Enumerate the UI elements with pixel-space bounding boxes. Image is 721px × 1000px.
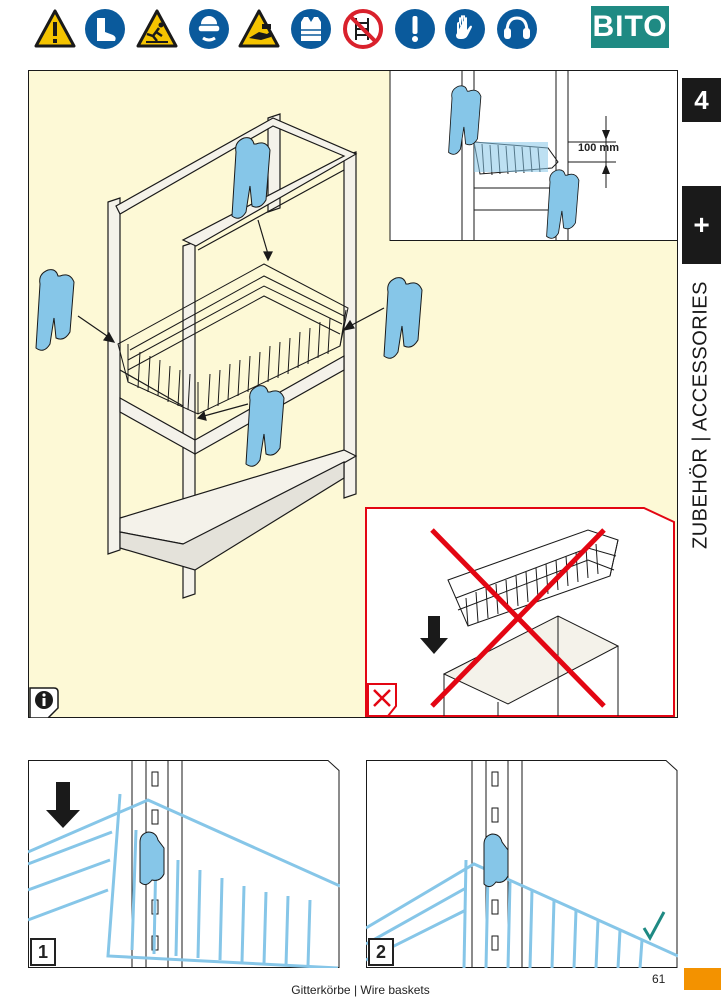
- no-climbing-icon: [343, 9, 383, 49]
- page-number: 61: [652, 972, 666, 986]
- wire-basket-edge: [28, 793, 340, 968]
- warning-slippery-icon: [136, 9, 178, 48]
- chapter-plus: +: [682, 186, 721, 264]
- step-2-figure: [366, 760, 678, 968]
- main-assembly-figure: [28, 70, 678, 718]
- pointer-arrows: [77, 219, 385, 421]
- brand-logo: BITO: [591, 6, 669, 48]
- footer-caption: Gitterkörbe | Wire baskets: [291, 983, 430, 997]
- eye-protection-icon: [189, 9, 229, 49]
- down-arrow-icon: [46, 782, 80, 828]
- warning-general-icon: [34, 9, 76, 48]
- wrong-mounting-inset: [365, 507, 675, 717]
- gloves-icon: [445, 9, 485, 49]
- step-1-figure: [28, 760, 340, 968]
- cross-icon: [367, 683, 397, 717]
- chapter-number: 4: [682, 78, 721, 122]
- safety-boots-icon: [85, 9, 125, 49]
- detail-inset: [389, 70, 678, 241]
- info-icon: [29, 687, 59, 718]
- chapter-label: ZUBEHÖR | ACCESSORIES: [689, 281, 712, 549]
- warning-hand-crush-icon: [238, 9, 280, 48]
- check-icon: [642, 911, 666, 942]
- hi-vis-vest-icon: [291, 9, 331, 49]
- basket-clip: [483, 833, 509, 888]
- basket-clip: [139, 831, 165, 886]
- footer-accent-bar: [684, 968, 721, 990]
- step-number: 2: [368, 938, 394, 966]
- wire-basket: [117, 263, 349, 415]
- ear-protection-icon: [497, 9, 537, 49]
- dimension-label: 100 mm: [578, 142, 619, 154]
- step-number: 1: [30, 938, 56, 966]
- mandatory-action-icon: [395, 9, 435, 49]
